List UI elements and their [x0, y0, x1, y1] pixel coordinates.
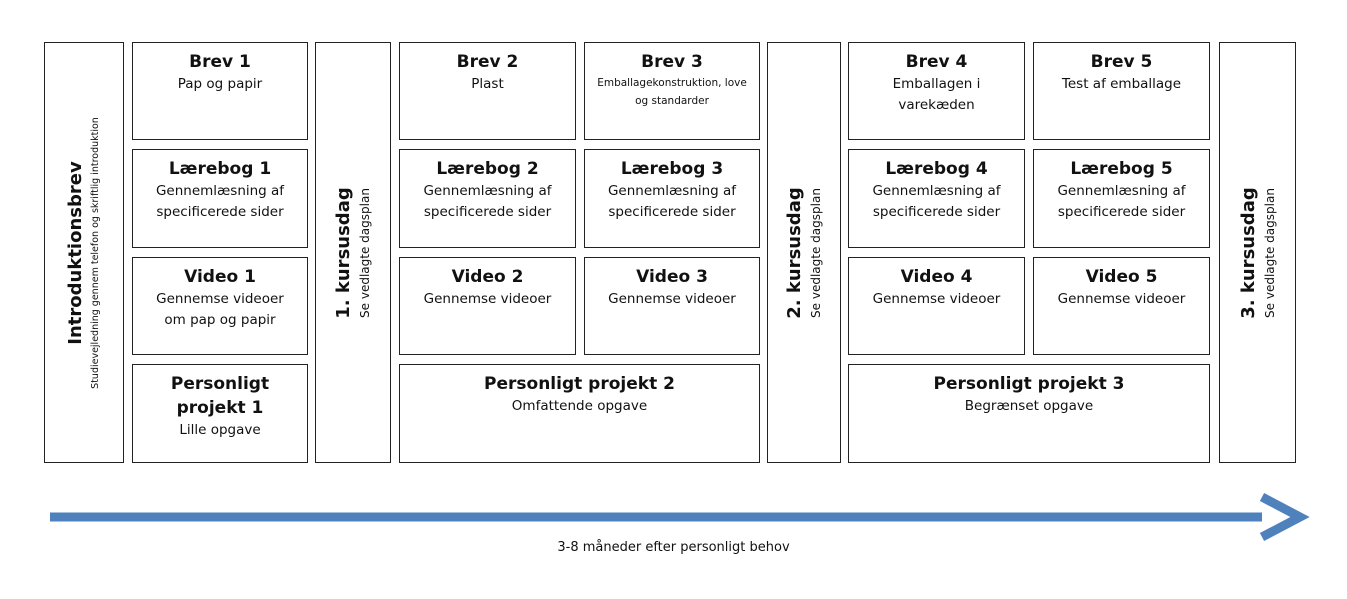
kursusdag-3-box: 3. kursusdag Se vedlagte dagsplan — [1219, 42, 1296, 463]
projekt-2-box: Personligt projekt 2 Omfattende opgave — [399, 364, 760, 463]
laerebog-1-subtitle: Gennemlæsning af specificerede sider — [155, 183, 285, 220]
video-4-title: Video 4 — [900, 267, 973, 287]
projekt-3-box: Personligt projekt 3 Begrænset opgave — [848, 364, 1210, 463]
projekt-1-box: Personligt projekt 1 Lille opgave — [132, 364, 308, 463]
video-5-box: Video 5 Gennemse videoer — [1033, 257, 1210, 355]
video-3-box: Video 3 Gennemse videoer — [584, 257, 760, 355]
brev-1-subtitle: Pap og papir — [177, 76, 263, 92]
laerebog-3-title: Lærebog 3 — [620, 159, 724, 179]
video-1-title: Video 1 — [184, 267, 256, 287]
projekt-1-title: Personligt projekt 1 — [170, 374, 270, 418]
video-1-box: Video 1 Gennemse videoer om pap og papir — [132, 257, 308, 355]
brev-3-box: Brev 3 Emballagekonstruktion, love og st… — [584, 42, 760, 140]
timeline-label: 3-8 måneder efter personligt behov — [557, 540, 790, 555]
kursusdag-2-box: 2. kursusdag Se vedlagte dagsplan — [767, 42, 841, 463]
brev-3-title: Brev 3 — [641, 52, 703, 72]
brev-1-box: Brev 1 Pap og papir — [132, 42, 308, 140]
brev-5-subtitle: Test af emballage — [1061, 76, 1182, 92]
brev-5-box: Brev 5 Test af emballage — [1033, 42, 1210, 140]
brev-2-title: Brev 2 — [456, 52, 519, 72]
laerebog-1-box: Lærebog 1 Gennemlæsning af specificerede… — [132, 149, 308, 248]
projekt-2-title: Personligt projekt 2 — [484, 374, 675, 394]
brev-2-subtitle: Plast — [471, 76, 504, 92]
projekt-2-subtitle: Omfattende opgave — [511, 398, 648, 414]
brev-4-box: Brev 4 Emballagen i varekæden — [848, 42, 1025, 140]
video-2-box: Video 2 Gennemse videoer — [399, 257, 576, 355]
laerebog-4-subtitle: Gennemlæsning af specificerede sider — [872, 183, 1001, 220]
video-2-title: Video 2 — [451, 267, 524, 287]
brev-2-box: Brev 2 Plast — [399, 42, 576, 140]
brev-4-title: Brev 4 — [905, 52, 968, 72]
laerebog-5-subtitle: Gennemlæsning af specificerede sider — [1057, 183, 1186, 220]
video-5-title: Video 5 — [1085, 267, 1158, 287]
timeline-arrow-head — [1259, 493, 1310, 541]
laerebog-4-title: Lærebog 4 — [885, 159, 988, 179]
kursusdag-1-box: 1. kursusdag Se vedlagte dagsplan — [315, 42, 391, 463]
brev-3-subtitle: Emballagekonstruktion, love og standarde… — [597, 77, 747, 107]
video-4-subtitle: Gennemse videoer — [872, 291, 1001, 307]
projekt-3-subtitle: Begrænset opgave — [964, 398, 1094, 414]
video-2-subtitle: Gennemse videoer — [423, 291, 552, 307]
laerebog-3-subtitle: Gennemlæsning af specificerede sider — [607, 183, 737, 220]
video-3-subtitle: Gennemse videoer — [608, 291, 736, 307]
laerebog-4-box: Lærebog 4 Gennemlæsning af specificerede… — [848, 149, 1025, 248]
laerebog-1-title: Lærebog 1 — [168, 159, 272, 179]
video-1-subtitle: Gennemse videoer om pap og papir — [156, 291, 284, 328]
laerebog-2-title: Lærebog 2 — [436, 159, 539, 179]
laerebog-5-box: Lærebog 5 Gennemlæsning af specificerede… — [1033, 149, 1210, 248]
brev-1-title: Brev 1 — [189, 52, 251, 72]
laerebog-3-box: Lærebog 3 Gennemlæsning af specificerede… — [584, 149, 760, 248]
intro-box: Introduktionsbrev Studievejledning genne… — [44, 42, 124, 463]
brev-5-title: Brev 5 — [1090, 52, 1153, 72]
laerebog-2-subtitle: Gennemlæsning af specificerede sider — [423, 183, 552, 220]
projekt-1-subtitle: Lille opgave — [179, 422, 261, 438]
projekt-3-title: Personligt projekt 3 — [933, 374, 1125, 394]
laerebog-5-title: Lærebog 5 — [1070, 159, 1173, 179]
laerebog-2-box: Lærebog 2 Gennemlæsning af specificerede… — [399, 149, 576, 248]
video-4-box: Video 4 Gennemse videoer — [848, 257, 1025, 355]
video-3-title: Video 3 — [636, 267, 708, 287]
video-5-subtitle: Gennemse videoer — [1057, 291, 1186, 307]
brev-4-subtitle: Emballagen i varekæden — [892, 76, 981, 113]
